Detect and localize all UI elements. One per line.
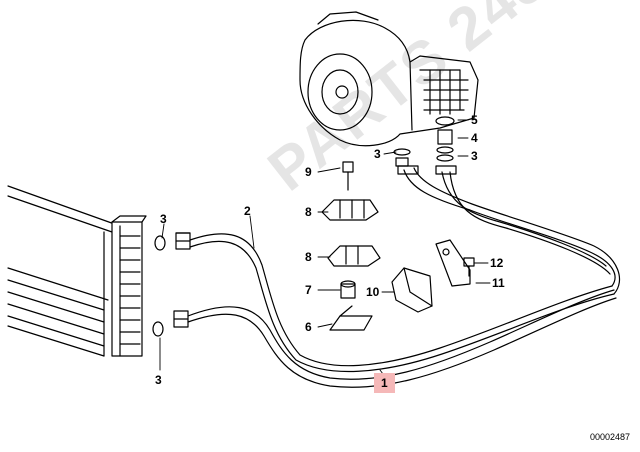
callout-4: 4 bbox=[471, 131, 478, 145]
bracket-6 bbox=[329, 305, 373, 331]
radiator-fitting-top bbox=[154, 232, 191, 251]
callout-3-transmission-left: 3 bbox=[374, 147, 381, 161]
callout-5: 5 bbox=[471, 113, 478, 127]
transmission bbox=[299, 11, 479, 147]
callout-6: 6 bbox=[305, 320, 312, 334]
callout-12: 12 bbox=[490, 256, 504, 270]
oil-line-2 bbox=[189, 233, 615, 373]
callout-3-radiator-bottom: 3 bbox=[155, 373, 162, 387]
bracket-11 bbox=[435, 239, 471, 287]
callout-10: 10 bbox=[366, 285, 380, 299]
callout-2: 2 bbox=[244, 204, 251, 218]
callout-1: 1 bbox=[374, 373, 395, 393]
callout-8-lower: 8 bbox=[305, 250, 312, 264]
leader-lines bbox=[159, 119, 491, 379]
bolt-9 bbox=[342, 161, 354, 191]
diagram-number: 00002487 bbox=[589, 432, 630, 442]
rubber-mount-7 bbox=[340, 280, 356, 299]
oil-line-risers bbox=[397, 165, 621, 295]
radiator-fitting-bottom bbox=[152, 310, 189, 337]
callout-8-upper: 8 bbox=[305, 205, 312, 219]
bolt-12 bbox=[463, 257, 475, 277]
callout-9: 9 bbox=[305, 165, 312, 179]
oil-line-1 bbox=[187, 289, 617, 388]
radiator bbox=[7, 185, 147, 357]
callout-7: 7 bbox=[305, 283, 312, 297]
callout-3-radiator-top: 3 bbox=[160, 212, 167, 226]
callout-3-transmission-right: 3 bbox=[471, 149, 478, 163]
holder-8-lower bbox=[327, 245, 381, 267]
holder-8-upper bbox=[321, 199, 379, 221]
transmission-fittings bbox=[393, 116, 455, 167]
bracket-10 bbox=[391, 267, 433, 313]
callout-11: 11 bbox=[492, 276, 505, 290]
